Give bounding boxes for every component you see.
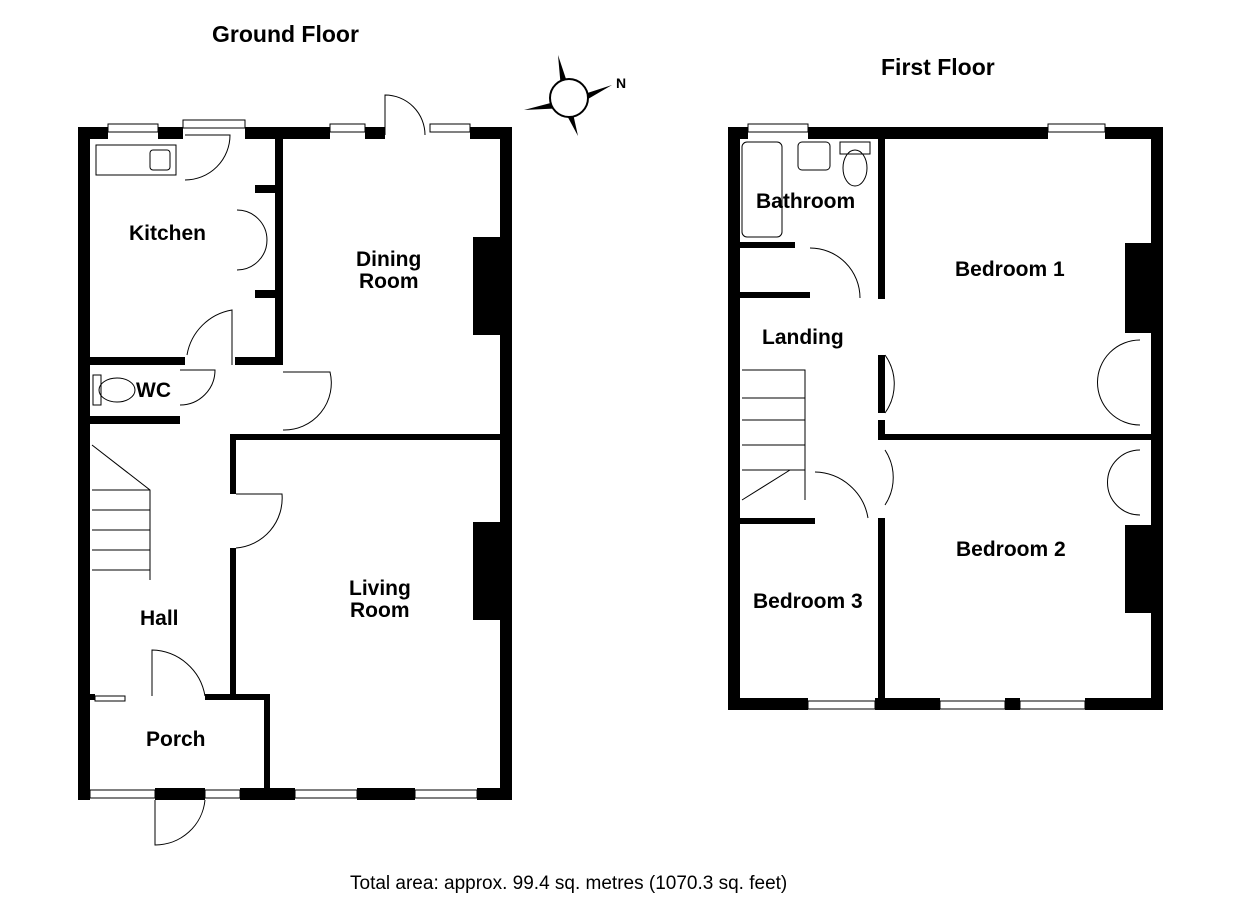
first-floor-windows <box>747 123 1106 710</box>
room-label-landing: Landing <box>762 326 844 349</box>
ground-floor-walls <box>78 127 512 800</box>
room-label-dining: Dining <box>356 248 422 271</box>
room-label-bedroom-1: Bedroom 1 <box>955 258 1065 281</box>
room-label-dining-2: Room <box>359 270 419 293</box>
room-label-bathroom: Bathroom <box>756 190 856 213</box>
ground-floor-doors <box>91 94 426 846</box>
first-floor-title: First Floor <box>881 54 995 80</box>
total-area-caption: Total area: approx. 99.4 sq. metres (107… <box>350 873 788 894</box>
compass-icon <box>524 55 612 136</box>
room-label-hall: Hall <box>140 607 179 630</box>
ground-floor-title: Ground Floor <box>212 21 359 47</box>
ground-floor-windows <box>89 119 478 799</box>
compass-north-label: N <box>616 75 627 91</box>
first-floor-walls <box>728 127 1163 710</box>
room-label-bedroom-3: Bedroom 3 <box>753 590 863 613</box>
room-label-porch: Porch <box>146 728 206 751</box>
room-label-bedroom-2: Bedroom 2 <box>956 538 1066 561</box>
room-label-kitchen: Kitchen <box>129 222 207 245</box>
first-floor-doors <box>741 141 1141 519</box>
room-label-living: Living <box>349 577 411 600</box>
room-label-wc: WC <box>136 379 171 402</box>
room-label-living-2: Room <box>350 599 410 622</box>
